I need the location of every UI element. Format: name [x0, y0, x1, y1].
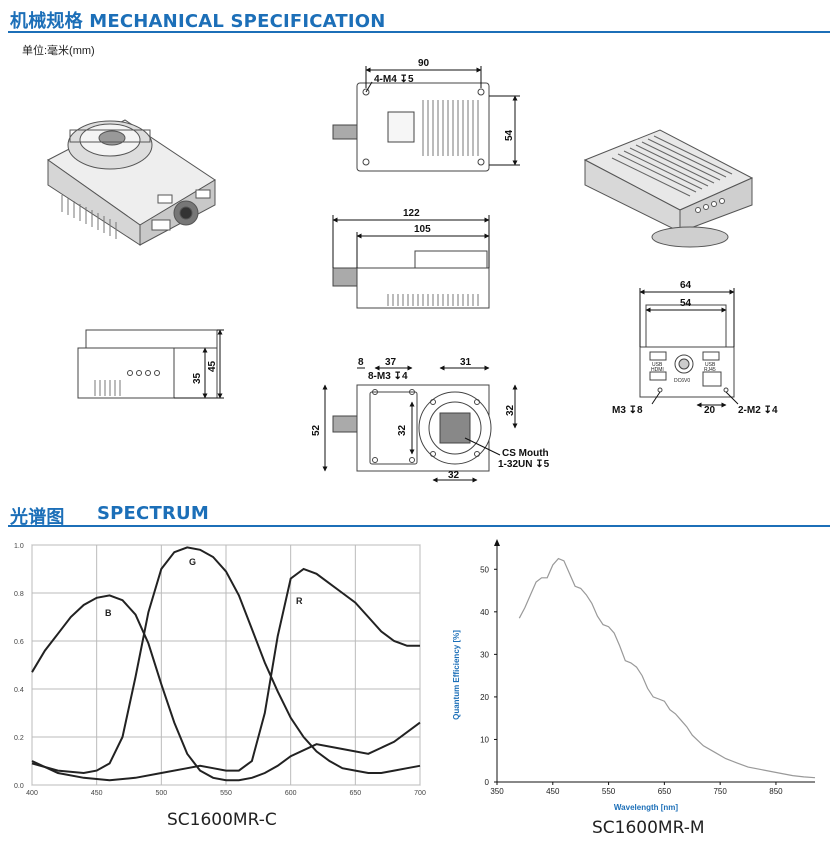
dim-bottom-32b: 32 [397, 424, 408, 436]
x-tick-label: 600 [285, 790, 297, 797]
camera-top-view [332, 66, 520, 172]
dim-rear-m3: M3 ↧8 [612, 405, 643, 416]
y-tick-label: 0.8 [14, 591, 24, 598]
y-tick-label: 0 [485, 778, 490, 787]
x-tick-label: 550 [220, 790, 232, 797]
dim-bottom-52: 52 [311, 424, 322, 436]
y-tick-label: 40 [480, 608, 489, 617]
cs-mouth-label: CS Mouth [502, 448, 549, 459]
dim-rear-64: 64 [680, 280, 692, 291]
camera-front-view [77, 329, 224, 399]
x-tick-label: 450 [546, 787, 560, 796]
dim-top-height: 54 [504, 129, 515, 141]
y-axis-arrow [494, 539, 500, 546]
mech-section-title: 机械规格 MECHANICAL SPECIFICATION [10, 11, 386, 32]
y-tick-label: 50 [480, 565, 489, 574]
qe-series-line [518, 557, 816, 779]
x-tick-label: 350 [490, 787, 504, 796]
dim-bottom-37: 37 [385, 357, 397, 368]
y-tick-label: 0.4 [14, 687, 24, 694]
spectrum-title-en: SPECTRUM [97, 503, 209, 524]
model-label-mono: SC1600MR-M [592, 818, 705, 838]
dim-front-h2: 45 [207, 360, 218, 372]
series-line-r [31, 567, 420, 782]
y-tick-label: 20 [480, 693, 489, 702]
spectrum-title-rule [8, 525, 830, 527]
camera-bottom-view [322, 365, 518, 483]
dim-side-len1: 122 [403, 208, 420, 219]
rear-dc-label: DC6V0 [674, 378, 690, 384]
y-tick-label: 1.0 [14, 543, 24, 550]
x-tick-label: 700 [414, 790, 426, 797]
series-line-g [31, 546, 421, 775]
dim-top-width: 90 [418, 58, 430, 69]
camera-rear-view [639, 288, 739, 408]
rear-hdmi-label: HDMI [651, 367, 664, 373]
series-label-b: B [105, 608, 112, 618]
x-tick-label: 650 [349, 790, 361, 797]
dim-rear-m2: 2-M2 ↧4 [738, 405, 778, 416]
rear-rj45-label: RJ45 [704, 367, 716, 373]
unit-label: 单位:毫米(mm) [22, 45, 95, 57]
dim-bottom-31: 31 [460, 357, 472, 368]
y-tick-label: 0.6 [14, 639, 24, 646]
mechanical-drawings: 90 4-M4 ↧5 54 122 105 [47, 58, 778, 483]
x-tick-label: 650 [658, 787, 672, 796]
x-axis-label: Wavelength [nm] [614, 803, 678, 812]
x-tick-label: 750 [713, 787, 727, 796]
dim-rear-54: 54 [680, 298, 692, 309]
mech-title-rule [8, 31, 830, 33]
dim-bottom-8: 8 [358, 357, 364, 368]
cs-thread-label: 1-32UN ↧5 [498, 459, 550, 470]
x-tick-label: 550 [602, 787, 616, 796]
dim-bottom-m3: 8-M3 ↧4 [368, 371, 408, 382]
y-tick-label: 10 [480, 735, 489, 744]
series-label-r: R [296, 596, 303, 606]
model-label-color: SC1600MR-C [167, 810, 277, 830]
y-tick-label: 0.0 [14, 783, 24, 790]
y-tick-label: 0.2 [14, 735, 24, 742]
x-tick-label: 850 [769, 787, 783, 796]
dim-side-len2: 105 [414, 224, 431, 235]
dim-top-holes: 4-M4 ↧5 [374, 74, 414, 85]
dim-bottom-32c: 32 [448, 470, 460, 481]
camera-side-view [332, 215, 490, 309]
dim-rear-20: 20 [704, 405, 716, 416]
rear-usb-label-right: USB [705, 362, 716, 368]
camera-isometric-front [47, 119, 216, 246]
y-tick-label: 30 [480, 650, 489, 659]
dim-bottom-32a: 32 [505, 404, 516, 416]
x-tick-label: 450 [91, 790, 103, 797]
dim-front-h1: 35 [192, 372, 203, 384]
spectrum-title-cn: 光谱图 [10, 507, 65, 528]
series-label-g: G [189, 557, 196, 567]
camera-isometric-rear [583, 129, 754, 248]
x-tick-label: 400 [26, 790, 38, 797]
rear-usb-label-left: USB [652, 362, 663, 368]
y-axis-label: Quantum Efficiency [%] [452, 630, 461, 720]
x-tick-label: 500 [155, 790, 167, 797]
